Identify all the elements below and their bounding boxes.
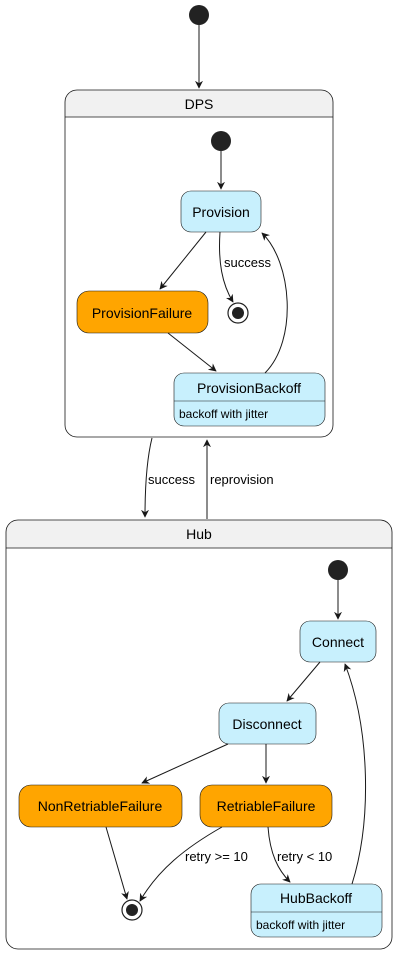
transition-connect-to-disconnect (286, 661, 321, 702)
state-nonretriable-failure: NonRetriableFailure (18, 784, 183, 828)
state-provision-backoff-note: backoff with jitter (179, 407, 268, 421)
transition-dps-to-hub (141, 437, 153, 518)
transition-provision-success-label: success (224, 255, 271, 270)
dps-initial-node (211, 131, 231, 151)
transition-disconnect-to-nonretriable (141, 743, 229, 784)
hub-initial-node (328, 560, 348, 580)
dps-final-node (227, 302, 249, 324)
transition-retry-continue-label: retry < 10 (277, 849, 332, 864)
hub-final-node (121, 899, 143, 921)
composite-dps-title: DPS (185, 96, 214, 112)
transition-retriable-to-backoff (267, 826, 291, 883)
transition-dps-to-hub-label: success (148, 472, 195, 487)
state-connect-label: Connect (312, 634, 364, 650)
state-hub-backoff-note: backoff with jitter (256, 918, 345, 932)
transition-provision-to-failure (159, 231, 207, 290)
state-hub-backoff-label: HubBackoff (280, 890, 352, 906)
state-provision-failure: ProvisionFailure (76, 290, 209, 334)
transition-backoff-to-provision (261, 232, 288, 374)
state-hub-backoff: HubBackoff backoff with jitter (250, 883, 383, 938)
state-connect: Connect (299, 620, 377, 663)
state-provision-backoff: ProvisionBackoff backoff with jitter (173, 372, 326, 427)
state-provision: Provision (180, 190, 262, 233)
transition-retriable-to-final (139, 826, 223, 902)
state-retriable-failure-label: RetriableFailure (217, 798, 316, 814)
transition-backoff-to-connect (343, 663, 367, 885)
transition-hub-to-dps-label: reprovision (210, 472, 274, 487)
state-provision-label: Provision (192, 204, 250, 220)
state-disconnect: Disconnect (218, 702, 317, 745)
transition-failure-to-backoff (167, 332, 217, 372)
state-retriable-failure: RetriableFailure (199, 784, 333, 828)
state-provision-backoff-label: ProvisionBackoff (197, 380, 301, 396)
transition-provision-to-final (219, 231, 234, 303)
composite-hub-title: Hub (186, 526, 212, 542)
transition-nonretriable-to-final (105, 826, 129, 900)
composite-hub: Hub (5, 519, 393, 950)
state-disconnect-label: Disconnect (232, 716, 301, 732)
state-nonretriable-failure-label: NonRetriableFailure (38, 798, 163, 814)
state-provision-failure-label: ProvisionFailure (92, 305, 193, 321)
transition-retry-exhausted-label: retry >= 10 (185, 849, 248, 864)
top-initial-node (189, 5, 209, 25)
composite-dps: DPS (64, 89, 334, 438)
